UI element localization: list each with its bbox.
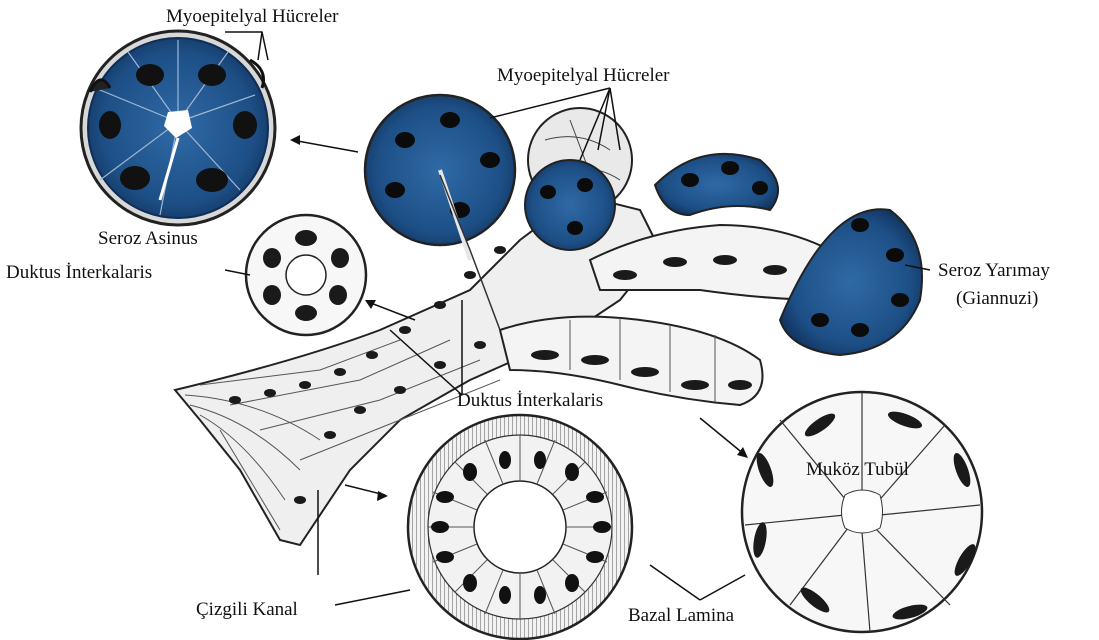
striated-duct-section [408, 415, 632, 639]
label-myoepithelial-cells-center: Myoepitelyal Hücreler [497, 65, 670, 87]
label-basal-lamina: Bazal Lamina [628, 605, 734, 627]
label-serous-acinus: Seroz Asinus [98, 228, 198, 250]
label-serous-demilune-giannuzi: (Giannuzi) [956, 288, 1038, 310]
serous-acinus-section [81, 31, 275, 225]
intercalated-duct-section [246, 215, 366, 335]
label-intercalated-duct-left: Duktus İnterkalaris [6, 262, 152, 284]
mucous-tubule-section [742, 392, 982, 632]
label-mucous-tubule: Muköz Tubül [806, 459, 909, 481]
label-serous-demilune: Seroz Yarımay [938, 260, 1050, 282]
label-myoepithelial-cells-left: Myoepitelyal Hücreler [166, 6, 339, 28]
label-striated-duct: Çizgili Kanal [196, 599, 298, 621]
label-intercalated-duct-center: Duktus İnterkalaris [457, 390, 603, 412]
